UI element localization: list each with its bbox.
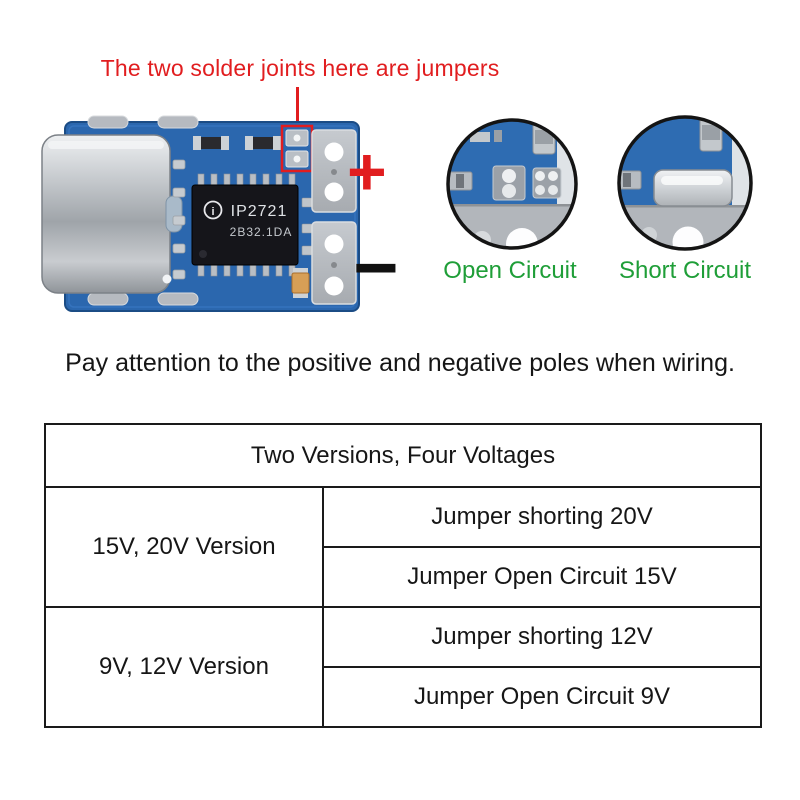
table-row: Jumper Open Circuit 9V (45, 666, 762, 728)
orange-capacitor (291, 268, 310, 298)
option-cell-open-9v: Jumper Open Circuit 9V (322, 666, 762, 728)
chip-batch-text: 2B32.1DA (230, 225, 293, 239)
open-circuit-label: Open Circuit (443, 257, 577, 284)
short-circuit-label: Short Circuit (618, 257, 752, 284)
short-circuit-inset (617, 115, 753, 251)
option-cell-open-15v: Jumper Open Circuit 15V (322, 546, 762, 608)
table-row: Jumper Open Circuit 15V (45, 546, 762, 608)
chip-brand-logo-icon (203, 200, 223, 220)
usb-c-module-photo: i IP2721 2B32.1DA (41, 115, 360, 312)
table-title: Two Versions, Four Voltages (44, 423, 762, 488)
voltage-spec-table: Two Versions, Four Voltages 15V, 20V Ver… (44, 423, 762, 728)
open-circuit-inset (446, 118, 578, 250)
jumper-annotation-text: The two solder joints here are jumpers (100, 55, 500, 81)
version-cell-15v-20v: 15V, 20V Version (44, 486, 324, 608)
table-row: 15V, 20V Version Jumper shorting 20V (44, 486, 762, 608)
plus-icon: + (347, 134, 387, 210)
version-cell-9v-12v: 9V, 12V Version (44, 606, 324, 728)
table-row: 9V, 12V Version Jumper shorting 12V (44, 606, 762, 728)
smd-resistors (193, 136, 281, 150)
option-cell-shorting-20v: Jumper shorting 20V (322, 486, 762, 548)
shorted-jumper-blob (653, 169, 733, 207)
usb-c-connector (41, 134, 186, 294)
option-cell-shorting-12v: Jumper shorting 12V (322, 606, 762, 668)
minus-icon: − (353, 223, 399, 311)
chip-brand-mark: i (211, 206, 214, 218)
open-jumper-pads (492, 165, 562, 201)
ic-chip: i IP2721 2B32.1DA (191, 173, 299, 277)
wiring-caption: Pay attention to the positive and negati… (65, 349, 735, 377)
terminal-pad-positive (311, 129, 357, 213)
silkscreen-dot (162, 274, 172, 284)
terminal-pad-negative (311, 221, 357, 305)
annotation-pointer-line (296, 87, 299, 128)
chip-model-text: IP2721 (231, 203, 288, 220)
jumper-pads (285, 129, 309, 168)
